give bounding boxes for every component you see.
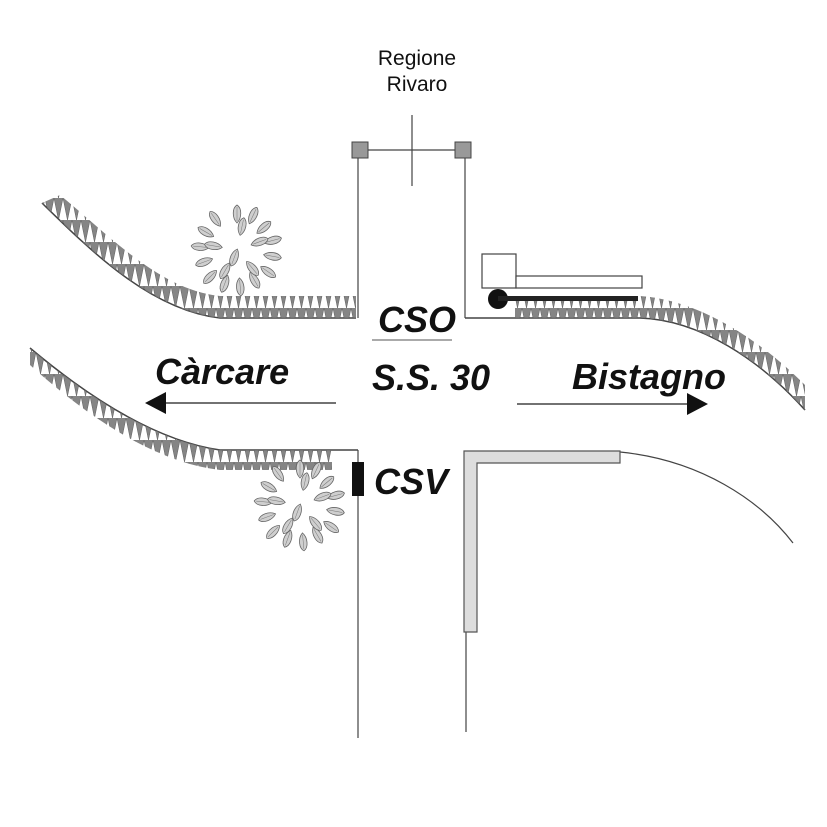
barrier-gate-icon: [481, 253, 643, 309]
tree-icon: [253, 459, 346, 552]
station-csv-label: CSV: [374, 461, 449, 502]
region-label: Regione Rivaro: [342, 46, 492, 98]
side-road-north: [351, 115, 472, 318]
embankment-top-right: [465, 296, 806, 411]
road-name-label: S.S. 30: [372, 357, 491, 398]
tree-icon: [190, 204, 283, 297]
direction-left-label: Càrcare: [155, 351, 290, 392]
direction-right-label: Bistagno: [572, 356, 727, 397]
post-left-marker: [351, 141, 369, 159]
region-label-line1: Regione: [377, 47, 457, 70]
station-cso-label: CSO: [378, 299, 457, 340]
region-label-line2: Rivaro: [386, 73, 448, 96]
post-right-marker: [454, 141, 472, 159]
building-outline: [463, 450, 621, 633]
camera-marker-icon: [352, 462, 364, 496]
embankment-bottom-left: [29, 347, 358, 470]
arrow-right-icon: [517, 393, 708, 415]
side-road-south: [357, 450, 794, 738]
embankment-top-left: [41, 195, 356, 319]
arrow-left-icon: [145, 392, 336, 414]
